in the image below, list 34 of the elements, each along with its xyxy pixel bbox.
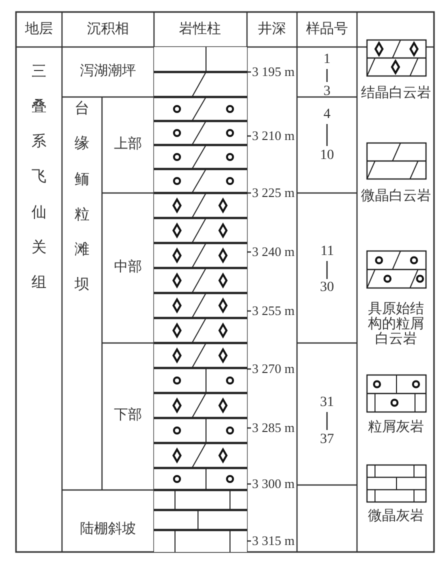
column-header: 地层	[25, 22, 53, 38]
legend-label: 结晶白云岩	[361, 86, 431, 102]
subfacies-label: 下部	[114, 408, 142, 424]
depth-label: 3 195 m	[252, 64, 295, 80]
legend-label: 微晶灰岩	[368, 509, 424, 525]
stratum-label: 三叠系飞仙关组	[32, 62, 46, 293]
sample-number: 37	[320, 432, 334, 448]
sample-number: 3	[324, 84, 330, 100]
depth-label: 3 285 m	[252, 420, 295, 436]
column-header: 岩性柱	[179, 22, 221, 38]
sample-number: 10	[320, 148, 334, 164]
depth-label: 3 240 m	[252, 244, 295, 260]
depth-label: 3 225 m	[252, 185, 295, 201]
subfacies-label: 中部	[114, 260, 142, 276]
depth-label: 3 255 m	[252, 303, 295, 319]
legend-label: 粒屑灰岩	[368, 420, 424, 436]
sample-number: 4	[324, 107, 330, 123]
sample-number: 11	[320, 244, 334, 260]
column-header: 沉积相	[87, 22, 129, 38]
depth-label: 3 315 m	[252, 533, 295, 549]
depth-label: 3 270 m	[252, 361, 295, 377]
column-header: 样品号	[306, 22, 348, 38]
depth-label: 3 210 m	[252, 128, 295, 144]
facies-label: 泻湖潮坪	[80, 64, 136, 80]
subfacies-label: 上部	[114, 137, 142, 153]
legend-label: 具原始结构的粒屑白云岩	[368, 302, 424, 347]
legend-label: 微晶白云岩	[361, 189, 431, 205]
facies-label: 陆棚斜坡	[80, 522, 136, 538]
column-header: 井深	[258, 22, 286, 38]
sample-number: 31	[320, 395, 334, 411]
sample-number: 30	[320, 280, 334, 296]
sample-number: 1	[324, 52, 330, 68]
facies-label: 台缘鲕粒滩坝	[74, 100, 90, 296]
depth-label: 3 300 m	[252, 476, 295, 492]
